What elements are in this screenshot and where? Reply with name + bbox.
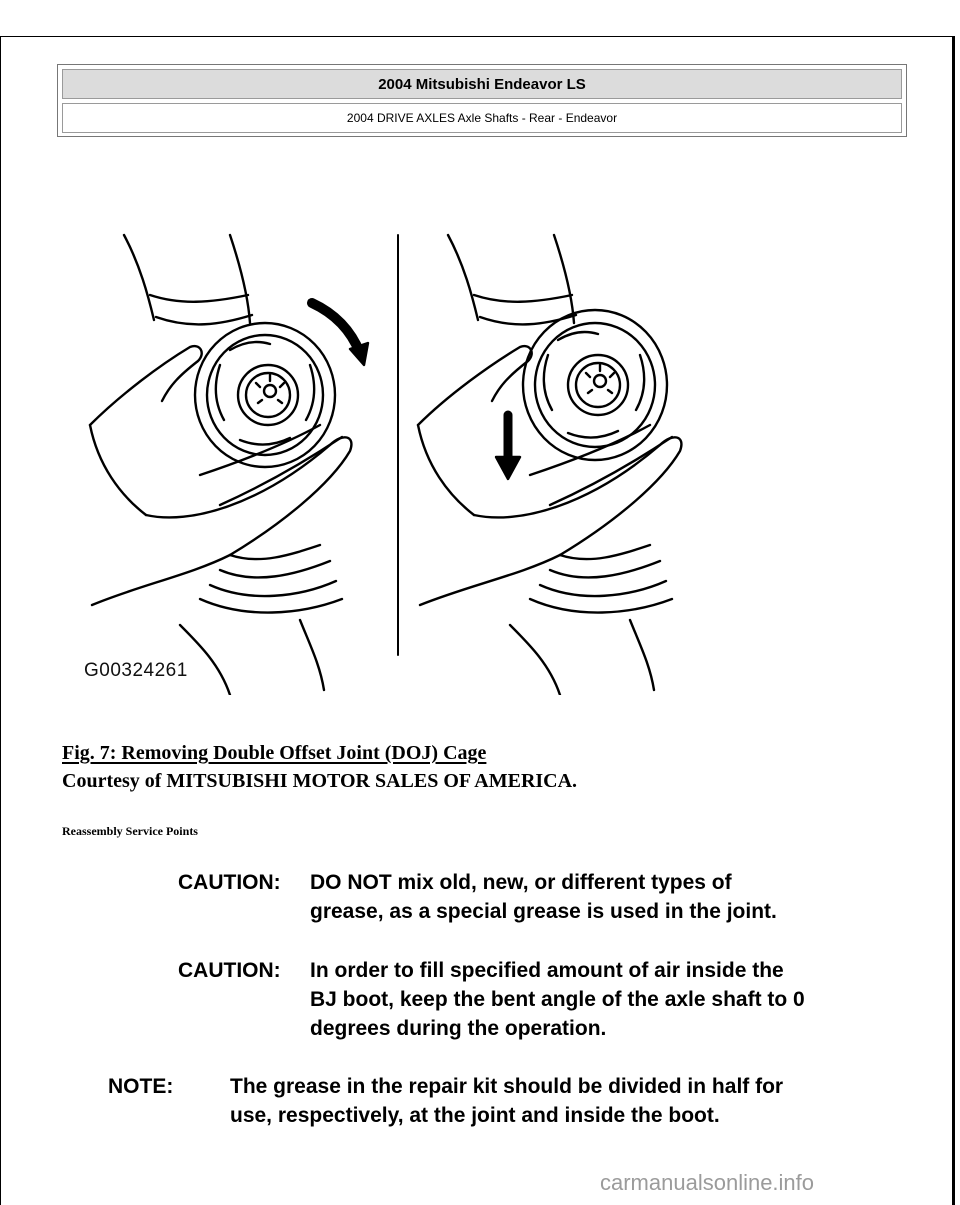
- notice-line: BJ boot, keep the bent angle of the axle…: [310, 988, 805, 1011]
- document-header: 2004 Mitsubishi Endeavor LS 2004 DRIVE A…: [57, 64, 907, 137]
- notice-line: grease, as a special grease is used in t…: [310, 900, 777, 923]
- figure-code: G00324261: [84, 660, 188, 681]
- page-frame: [0, 36, 955, 1205]
- notice-line: The grease in the repair kit should be d…: [230, 1075, 784, 1098]
- right-panel-illustration: [416, 233, 683, 695]
- notice-line: In order to fill specified amount of air…: [310, 959, 784, 982]
- doj-cage-removal-illustration: [88, 233, 683, 695]
- notice-line: DO NOT mix old, new, or different types …: [310, 871, 732, 894]
- figure-caption[interactable]: Fig. 7: Removing Double Offset Joint (DO…: [62, 742, 487, 764]
- section-heading: Reassembly Service Points: [62, 824, 198, 838]
- header-subtitle-row: 2004 DRIVE AXLES Axle Shafts - Rear - En…: [62, 103, 902, 133]
- vehicle-title: 2004 Mitsubishi Endeavor LS: [378, 75, 586, 93]
- caution-label: CAUTION:: [178, 959, 281, 982]
- notice-line: degrees during the operation.: [310, 1017, 607, 1040]
- section-subtitle: 2004 DRIVE AXLES Axle Shafts - Rear - En…: [346, 111, 618, 125]
- left-panel-illustration: [88, 233, 370, 695]
- notice-line: use, respectively, at the joint and insi…: [230, 1104, 720, 1127]
- header-title-row: 2004 Mitsubishi Endeavor LS: [62, 69, 902, 99]
- note-label: NOTE:: [108, 1075, 174, 1098]
- figure-courtesy: Courtesy of MITSUBISHI MOTOR SALES OF AM…: [62, 770, 578, 792]
- watermark: carmanualsonline.info: [600, 1170, 815, 1195]
- caution-label: CAUTION:: [178, 871, 281, 894]
